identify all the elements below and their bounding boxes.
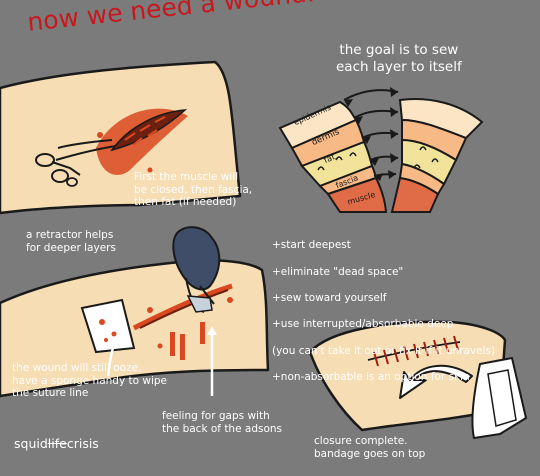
tip-item: +start deepest bbox=[272, 239, 351, 252]
closure-illustration bbox=[308, 320, 528, 440]
goal-text: the goal is to sew each layer to itself bbox=[336, 42, 462, 75]
caption-ooze: the wound will still ooze. have a sponge… bbox=[12, 362, 168, 399]
caption-closure: closure complete. bandage goes on top bbox=[314, 435, 426, 460]
caption-gaps: feeling for gaps with the back of the ad… bbox=[162, 410, 283, 435]
artist-signature: squidlifecrisis bbox=[14, 436, 99, 451]
tip-item: +sew toward yourself bbox=[272, 292, 387, 305]
caption-muscle-closed: First the muscle will be closed, then fa… bbox=[134, 171, 253, 208]
tip-item: (you can't take it out or fix it if it u… bbox=[272, 344, 496, 357]
tips-list: +start deepest +eliminate "dead space" +… bbox=[272, 226, 495, 398]
caption-retractor: a retractor helps for deeper layers bbox=[26, 229, 116, 254]
tip-item: +non-absorbable is an option for skin bbox=[272, 371, 470, 384]
wound-retractor-illustration bbox=[0, 60, 242, 215]
suturing-illustration bbox=[0, 226, 270, 398]
tip-item: +use interrupted/absorbable deep bbox=[272, 318, 454, 331]
layer-diagram bbox=[278, 87, 484, 213]
tip-item: +eliminate "dead space" bbox=[272, 265, 404, 278]
